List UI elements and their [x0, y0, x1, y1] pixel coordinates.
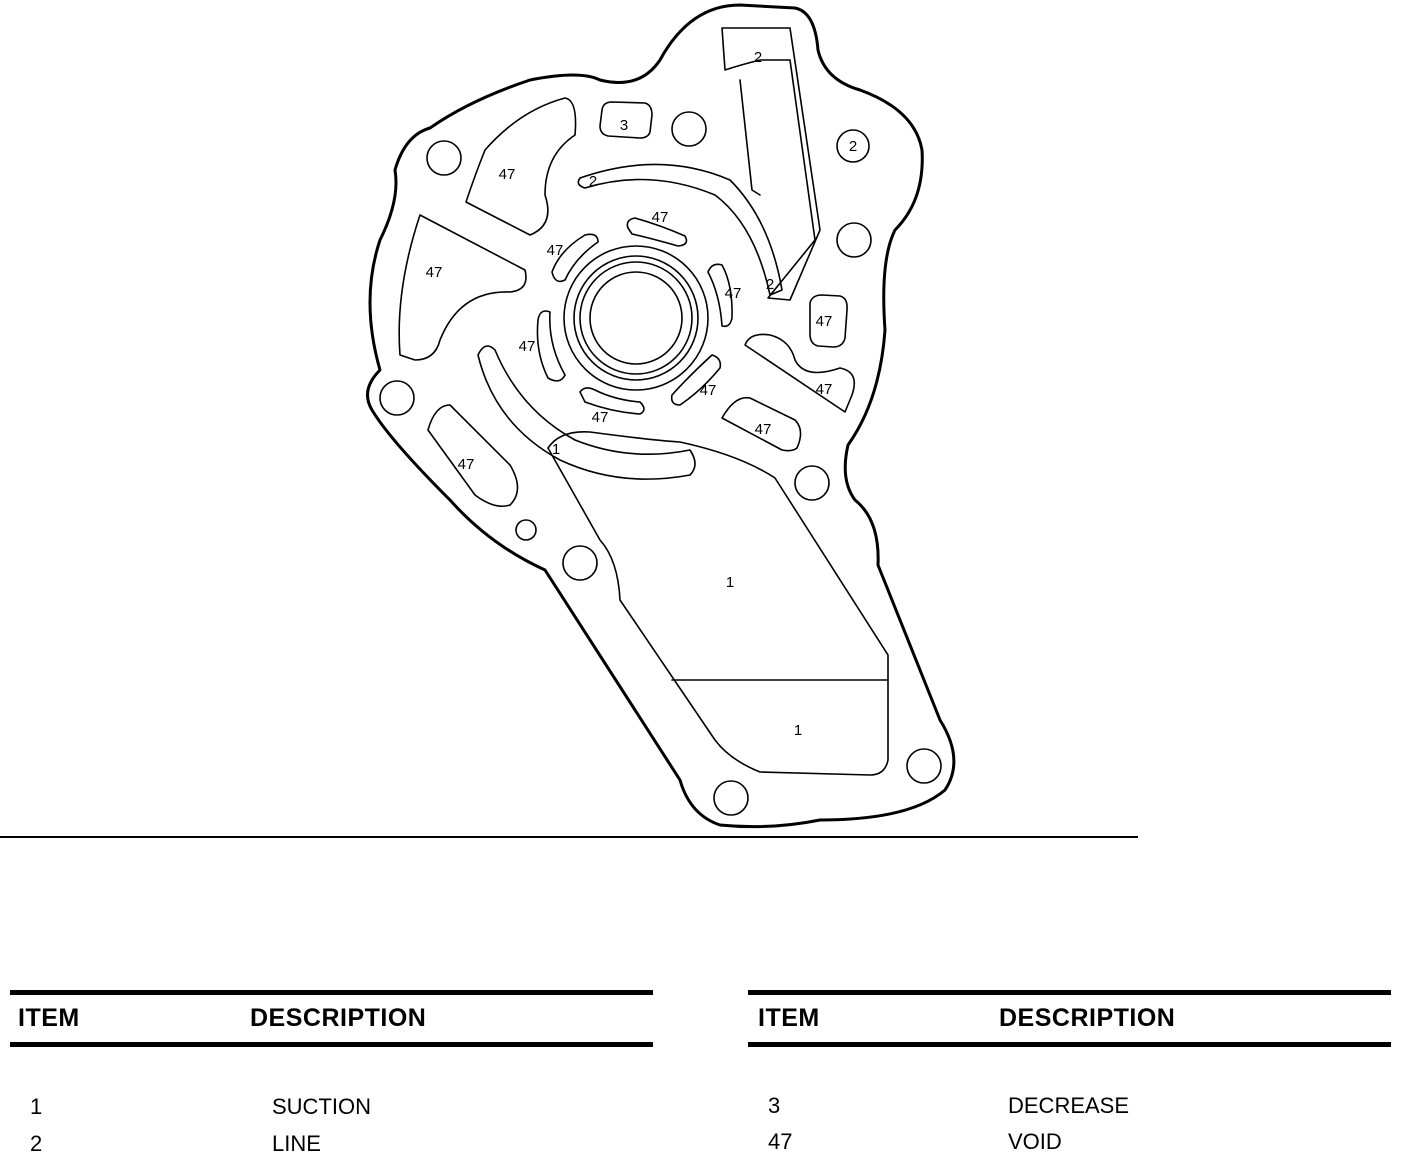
void-slot	[579, 387, 645, 415]
label-suction: 1	[726, 574, 734, 591]
label-line: 2	[589, 173, 597, 190]
table-rule	[10, 990, 653, 995]
pump-gasket-diagram: 2 2 3 2 2 47 47 47 47 47 47 47 47 47 47 …	[366, 3, 956, 829]
label-void: 47	[458, 456, 475, 473]
bolt-hole	[794, 465, 830, 501]
legend-item: 1	[30, 1094, 43, 1119]
legend-item: 2	[30, 1131, 43, 1156]
void-slot	[670, 354, 722, 406]
label-decrease: 3	[620, 117, 628, 134]
void-passage	[721, 396, 802, 452]
suction-arc-passage	[477, 345, 696, 480]
center-bore-inner	[589, 271, 683, 365]
gasket-outline	[366, 3, 956, 829]
bolt-hole	[379, 380, 415, 416]
legend-item: 47	[768, 1129, 793, 1154]
label-void: 47	[755, 421, 772, 438]
header-description: DESCRIPTION	[999, 1004, 1176, 1032]
table-rule	[748, 1042, 1391, 1047]
label-void: 47	[592, 409, 609, 426]
void-passage	[809, 294, 848, 348]
center-bore-outer	[563, 245, 709, 391]
label-void: 47	[652, 209, 669, 226]
label-void: 47	[519, 338, 536, 355]
label-line: 2	[754, 49, 762, 66]
decrease-passage	[599, 101, 653, 139]
line-passage-top	[721, 27, 821, 301]
label-void: 47	[700, 382, 717, 399]
center-bore-ring	[579, 261, 693, 375]
bolt-hole	[713, 780, 749, 816]
void-passage	[744, 333, 856, 413]
label-void: 47	[547, 242, 564, 259]
void-passage	[465, 97, 577, 236]
label-suction: 1	[794, 722, 802, 739]
header-item: ITEM	[18, 1004, 80, 1032]
label-void: 47	[816, 381, 833, 398]
legend-description: LINE	[272, 1131, 321, 1156]
void-slot	[626, 217, 688, 247]
bolt-hole	[426, 140, 462, 176]
table-rule	[10, 1042, 653, 1047]
suction-main-passage	[547, 431, 889, 776]
header-description: DESCRIPTION	[250, 1004, 427, 1032]
void-slot	[536, 310, 566, 382]
void-passage	[427, 404, 519, 508]
table-rule	[748, 990, 1391, 995]
line-arc-passage	[577, 163, 783, 296]
label-void: 47	[499, 166, 516, 183]
label-void: 47	[816, 313, 833, 330]
legend-item: 3	[768, 1093, 781, 1118]
legend-table-right: ITEM DESCRIPTION 3 DECREASE 47 VOID	[748, 990, 1391, 1160]
section-divider	[0, 836, 1138, 838]
dowel-hole	[515, 519, 537, 541]
legend-description: VOID	[1008, 1129, 1062, 1154]
label-suction: 1	[552, 441, 560, 458]
center-bore-ring	[573, 255, 699, 381]
line-port	[836, 129, 870, 163]
header-item: ITEM	[758, 1004, 820, 1032]
bolt-hole	[671, 111, 707, 147]
label-void: 47	[426, 264, 443, 281]
label-line: 2	[849, 138, 857, 155]
legend-table-left: ITEM DESCRIPTION 1 SUCTION 2 LINE	[10, 990, 653, 1160]
bolt-hole	[836, 222, 872, 258]
legend-description: DECREASE	[1008, 1093, 1130, 1118]
legend-description: SUCTION	[272, 1094, 371, 1119]
label-line: 2	[766, 276, 774, 293]
void-slot	[707, 263, 733, 328]
label-void: 47	[725, 285, 742, 302]
bolt-hole	[906, 748, 942, 784]
void-slot	[551, 233, 599, 283]
bolt-hole	[562, 545, 598, 581]
void-passage	[398, 214, 527, 361]
